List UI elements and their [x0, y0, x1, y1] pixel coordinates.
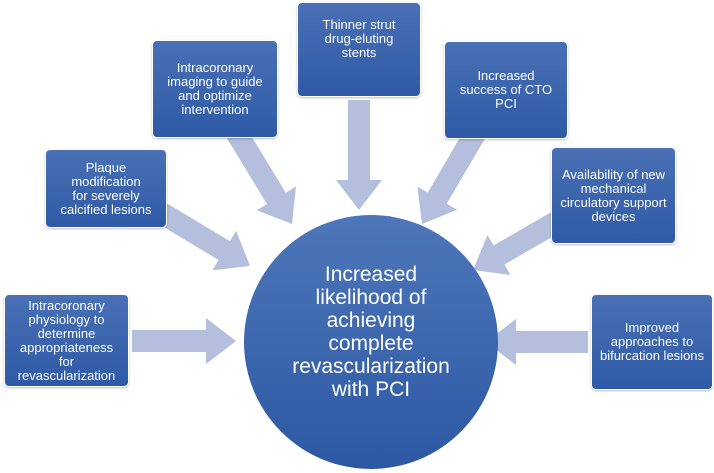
box-mechanical-support: Availability of new mechanical circulato… [551, 147, 676, 244]
box-plaque-modification: Plaque modification for severely calcifi… [45, 149, 167, 228]
box-intracoronary-imaging-label: Intracoronary imaging to guide and optim… [167, 60, 263, 117]
center-outcome: Increased likelihood of achieving comple… [244, 215, 498, 469]
box-intracoronary-physiology: Intracoronary physiology to determine ap… [4, 294, 129, 387]
box-mechanical-support-label: Availability of new mechanical circulato… [560, 166, 667, 224]
box-cto-pci: Increased success of CTO PCI [444, 41, 568, 139]
box-thinner-strut-stents: Thinner strut drug-eluting stents [297, 2, 421, 97]
arrow-from-physiology [132, 318, 236, 364]
center-circle [244, 215, 498, 469]
box-intracoronary-imaging: Intracoronary imaging to guide and optim… [152, 40, 278, 138]
box-bifurcation-approaches-label: Improved approaches to bifurcation lesio… [599, 320, 705, 363]
center-outcome-label: Increased likelihood of achieving comple… [292, 263, 450, 401]
arrow-from-stents [336, 100, 382, 210]
box-thinner-strut-stents-label: Thinner strut drug-eluting stents [322, 17, 396, 60]
arrow-from-mcs [473, 212, 562, 275]
arrow-from-bifurcation [486, 319, 588, 365]
arrow-from-imaging [226, 126, 296, 224]
arrow-from-cto [417, 126, 486, 224]
box-cto-pci-label: Increased success of CTO PCI [459, 68, 553, 111]
box-bifurcation-approaches: Improved approaches to bifurcation lesio… [591, 294, 713, 390]
arrow-from-plaque [154, 202, 250, 271]
box-intracoronary-physiology-label: Intracoronary physiology to determine ap… [17, 297, 116, 383]
box-plaque-modification-label: Plaque modification for severely calcifi… [60, 159, 152, 217]
